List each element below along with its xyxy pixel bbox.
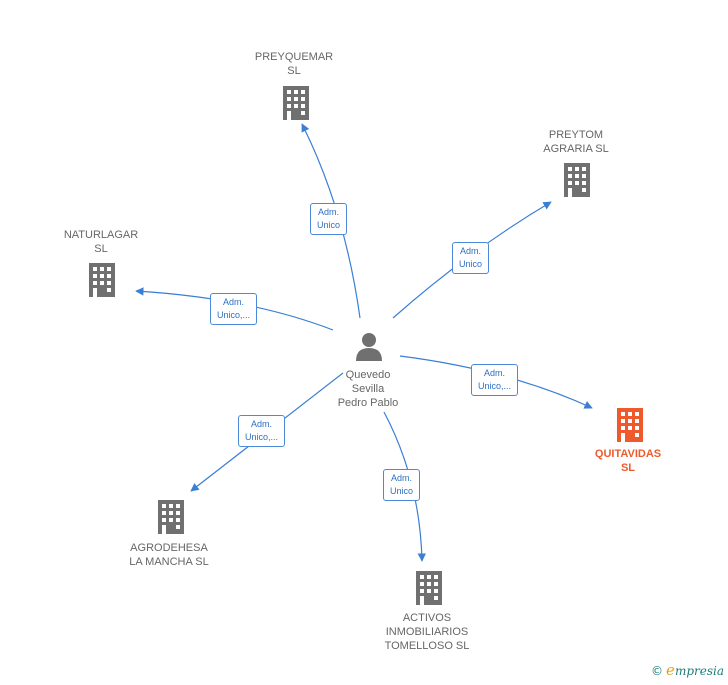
relation-label-activos[interactable]: Adm. Unico: [383, 469, 421, 501]
relation-label-naturlagar[interactable]: Adm. Unico,...: [210, 293, 258, 325]
relation-label-quitavidas[interactable]: Adm. Unico,...: [471, 364, 519, 396]
building-icon: [283, 86, 309, 120]
brand-footer: ©empresia: [651, 661, 724, 679]
company-label-quitavidas: QUITAVIDAS SL: [594, 448, 662, 474]
relation-label-preyquemar[interactable]: Adm. Unico: [310, 203, 348, 235]
building-icon: [564, 163, 590, 197]
building-icon: [416, 571, 442, 605]
building-icon: [89, 263, 115, 297]
brand-logo-text: mpresia: [674, 664, 724, 678]
company-label-activos: ACTIVOS INMOBILIARIOS TOMELLOSO SL: [384, 612, 470, 652]
copyright-symbol: ©: [651, 664, 664, 678]
company-label-naturlagar: NATURLAGAR SL: [63, 229, 139, 255]
company-label-agrodehesa: AGRODEHESA LA MANCHA SL: [129, 542, 209, 568]
building-icon: [617, 408, 643, 442]
building-icon: [158, 500, 184, 534]
company-label-preyquemar: PREYQUEMAR SL: [254, 51, 334, 77]
relation-label-agrodehesa[interactable]: Adm. Unico,...: [238, 415, 286, 447]
relation-label-preytom[interactable]: Adm. Unico: [452, 242, 490, 274]
person-icon: [356, 333, 382, 361]
brand-logo-initial: e: [666, 661, 675, 679]
center-person-label: Quevedo Sevilla Pedro Pablo: [337, 369, 399, 409]
company-label-preytom: PREYTOM AGRARIA SL: [543, 129, 609, 155]
